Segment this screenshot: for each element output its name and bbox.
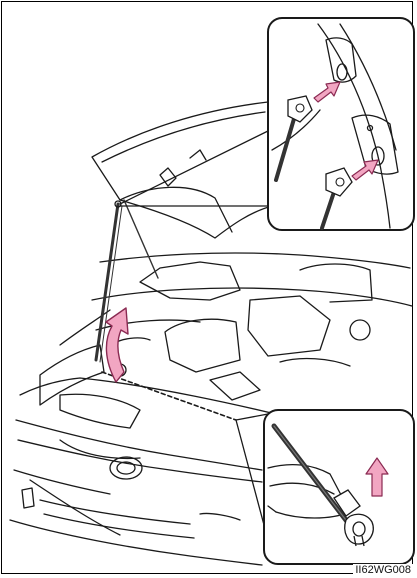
figure-code-label: II62WG008	[353, 564, 413, 576]
engine-bay	[92, 253, 412, 400]
inset-hood-stay-insert	[268, 18, 414, 230]
curved-up-arrow-icon	[106, 308, 128, 382]
car-front-body	[10, 310, 300, 565]
hood-panel	[92, 102, 272, 238]
inset-hood-stay-release	[264, 410, 414, 564]
